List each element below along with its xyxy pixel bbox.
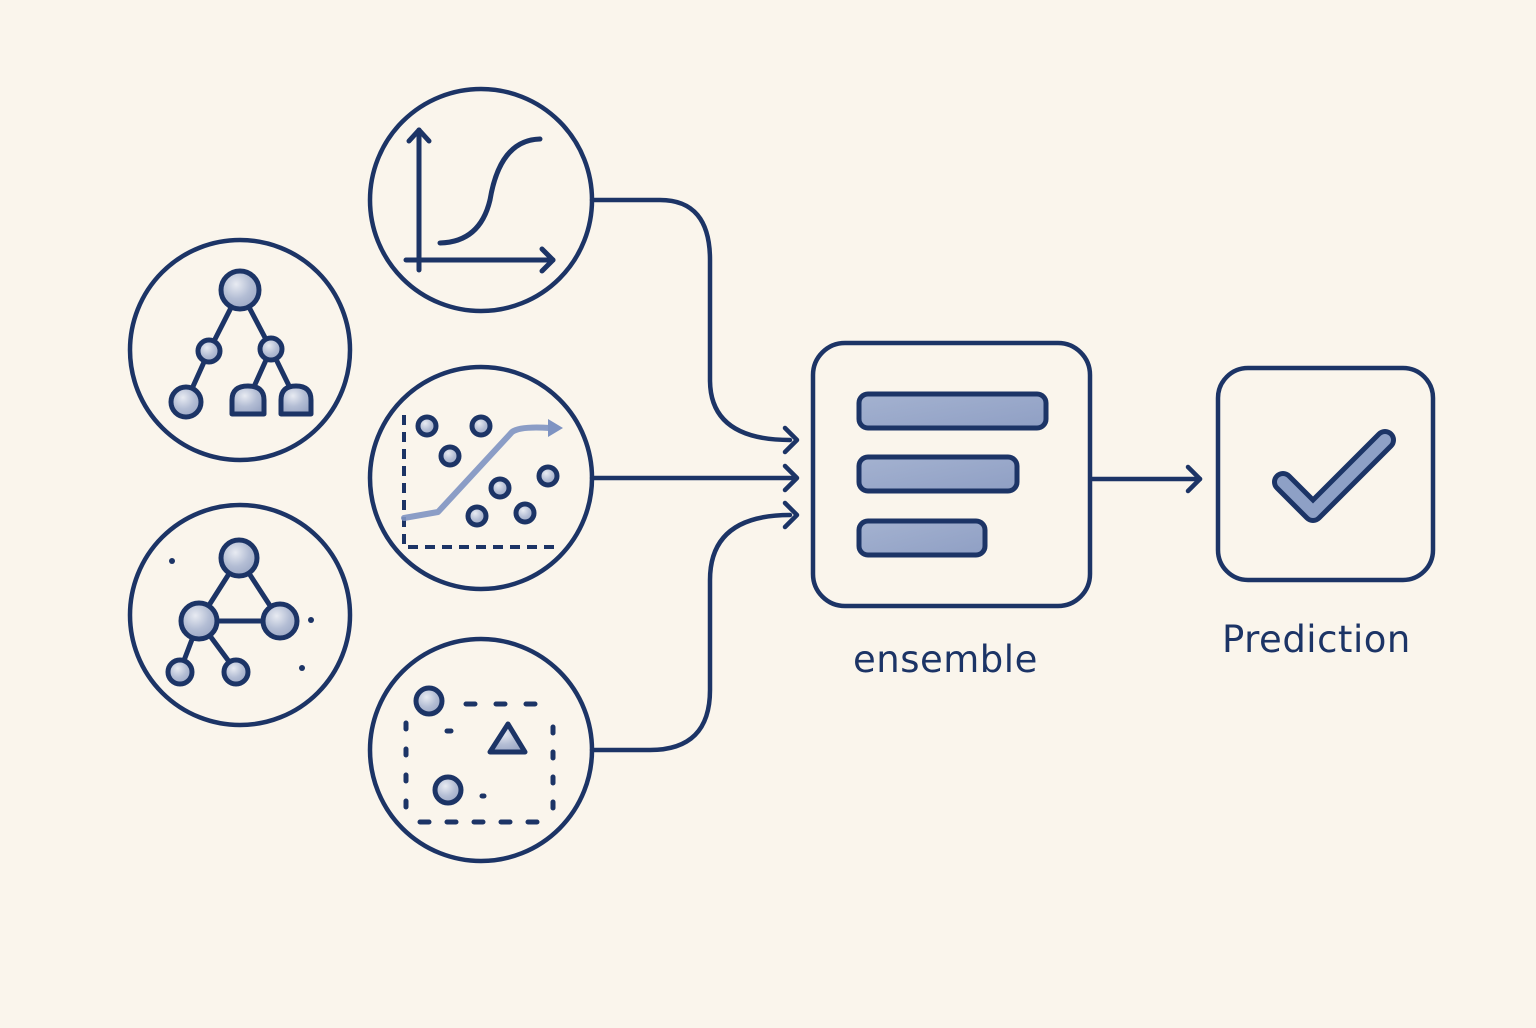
ensemble-node [810, 340, 1093, 609]
checkmark-icon [1272, 429, 1396, 523]
logistic-regression-model [367, 86, 595, 314]
prediction-node [1215, 365, 1436, 583]
scatter-dots-decoration [169, 558, 314, 671]
network-graph-icon [165, 537, 300, 687]
prediction-label: Prediction [1222, 618, 1411, 661]
scatter-trend-icon [401, 414, 563, 549]
sigmoid-curve-icon [403, 127, 556, 274]
decision-tree-model [127, 237, 353, 463]
decision-tree-icon [168, 268, 314, 420]
edge-logistic-to-ensemble [589, 197, 800, 455]
clustering-model [367, 636, 595, 864]
scatter-regression-model [367, 364, 595, 592]
bars-list-icon [856, 391, 1049, 558]
cluster-box-icon [403, 685, 556, 825]
edge-ensemble-to-prediction [1089, 464, 1203, 494]
edge-scatter-to-ensemble [589, 463, 800, 493]
graph-network-model [127, 502, 353, 728]
ensemble-label: ensemble [853, 638, 1038, 681]
edge-cluster-to-ensemble [589, 500, 800, 753]
